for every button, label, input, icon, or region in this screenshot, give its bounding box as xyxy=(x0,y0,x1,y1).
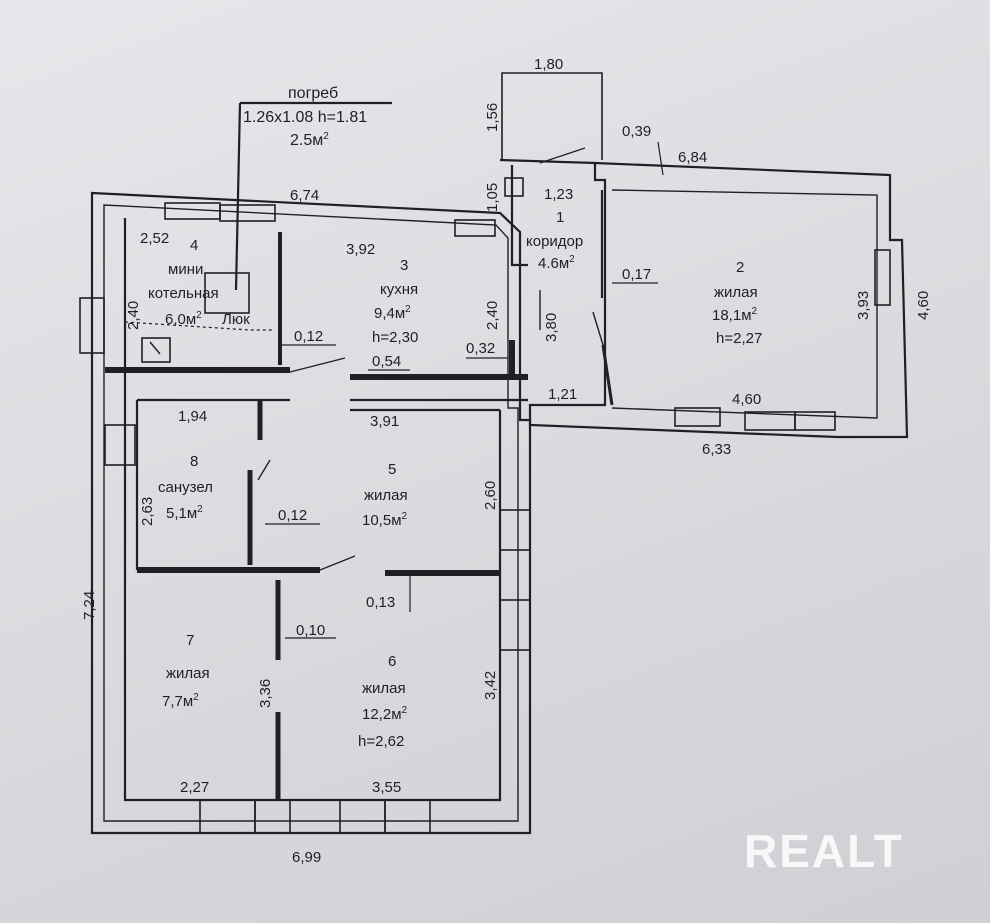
room3-height: h=2,30 xyxy=(372,329,418,346)
dim-2-40-a: 2,40 xyxy=(125,301,142,330)
room1-number: 1 xyxy=(556,209,564,226)
dim-1-94: 1,94 xyxy=(178,408,207,425)
dim-6-84: 6,84 xyxy=(678,149,707,166)
dim-4-60-b: 4,60 xyxy=(732,391,761,408)
dim-1-56: 1,56 xyxy=(484,103,501,132)
dim-0-54: 0,54 xyxy=(372,353,401,370)
dim-3-91: 3,91 xyxy=(370,413,399,430)
room2-height: h=2,27 xyxy=(716,330,762,347)
room4-area: 6,0м2 xyxy=(165,310,202,328)
corridor-column xyxy=(504,177,524,197)
room5-number: 5 xyxy=(388,461,396,478)
bath-door-swing xyxy=(257,459,271,481)
room3-name: кухня xyxy=(380,281,418,298)
dim-2-63: 2,63 xyxy=(139,497,156,526)
room8-name: санузел xyxy=(158,479,213,496)
dim-3-93: 3,93 xyxy=(855,291,872,320)
room2-door-wall xyxy=(601,344,614,406)
cellar-title: погреб xyxy=(288,85,338,102)
room3-number: 3 xyxy=(400,257,408,274)
boiler-unit-mark xyxy=(149,341,161,355)
dim-3-55: 3,55 xyxy=(372,779,401,796)
dim-1-23: 1,23 xyxy=(544,186,573,203)
room2-area: 18,1м2 xyxy=(712,306,758,324)
room5-area: 10,5м2 xyxy=(362,511,408,529)
dim-1-80: 1,80 xyxy=(534,56,563,73)
dim-2-27: 2,27 xyxy=(180,779,209,796)
room2-number: 2 xyxy=(736,259,744,276)
dim-4-60-a: 4,60 xyxy=(915,291,932,320)
dimension-leaders xyxy=(265,141,664,639)
room4-hatch-label: Люк xyxy=(222,311,250,328)
dim-0-12-b: 0,12 xyxy=(278,507,307,524)
inner-wall-bottom xyxy=(123,218,502,802)
dim-6-74: 6,74 xyxy=(290,187,319,204)
cellar-dims: 1.26x1.08 h=1.81 xyxy=(243,109,367,126)
boiler-dashed-outline xyxy=(124,321,272,331)
dim-0-13: 0,13 xyxy=(366,594,395,611)
room1-area: 4.6м2 xyxy=(538,254,575,272)
room7-number: 7 xyxy=(186,632,194,649)
windows xyxy=(79,202,891,834)
room5-door-swing xyxy=(319,555,356,571)
room4-number: 4 xyxy=(190,237,198,254)
boiler-unit xyxy=(141,337,171,363)
kitchen-door-swing xyxy=(289,357,346,373)
room3-area: 9,4м2 xyxy=(374,304,411,322)
inner-wall-room2 xyxy=(611,189,878,419)
room6-name: жилая xyxy=(362,680,406,697)
cellar-leader-vertical xyxy=(234,102,242,291)
cellar-area: 2.5м2 xyxy=(290,131,329,149)
porch-outline xyxy=(501,72,603,160)
dim-1-21: 1,21 xyxy=(548,386,577,403)
room8-area: 5,1м2 xyxy=(166,504,203,522)
room7-area: 7,7м2 xyxy=(162,692,199,710)
room7-name: жилая xyxy=(166,665,210,682)
dim-0-17: 0,17 xyxy=(622,266,651,283)
dim-3-36: 3,36 xyxy=(257,679,274,708)
room6-height: h=2,62 xyxy=(358,733,404,750)
room8-number: 8 xyxy=(190,453,198,470)
dim-7-24: 7,24 xyxy=(81,591,98,620)
corridor-left-wall xyxy=(510,165,528,267)
room2-name: жилая xyxy=(714,284,758,301)
realt-watermark: REALT xyxy=(744,825,904,877)
dim-2-60: 2,60 xyxy=(482,481,499,510)
dim-3-80: 3,80 xyxy=(543,313,560,342)
dim-0-10: 0,10 xyxy=(296,622,325,639)
dim-2-52: 2,52 xyxy=(140,230,169,247)
room4-name-line2: котельная xyxy=(148,285,219,302)
corridor-top-wall xyxy=(499,158,596,165)
dim-0-12-a: 0,12 xyxy=(294,328,323,345)
outer-wall-room2 xyxy=(528,161,909,439)
room1-name: коридор xyxy=(526,233,583,250)
room5-name: жилая xyxy=(364,487,408,504)
dim-3-92: 3,92 xyxy=(346,241,375,258)
outer-wall-left-block xyxy=(90,191,532,835)
room2-door-swing xyxy=(592,311,604,346)
dim-6-33: 6,33 xyxy=(702,441,731,458)
dim-1-05: 1,05 xyxy=(484,183,501,212)
room6-number: 6 xyxy=(388,653,396,670)
dim-0-32: 0,32 xyxy=(466,340,495,357)
dim-0-39: 0,39 xyxy=(622,123,651,140)
room4-name-line1: мини xyxy=(168,261,203,278)
room6-area: 12,2м2 xyxy=(362,705,408,723)
dim-6-99: 6,99 xyxy=(292,849,321,866)
boiler-hatch xyxy=(204,272,250,314)
dim-2-40-b: 2,40 xyxy=(484,301,501,330)
dim-3-42: 3,42 xyxy=(482,671,499,700)
outer-wall-left-block-inner xyxy=(103,204,519,822)
corridor-door-swing xyxy=(539,147,586,164)
